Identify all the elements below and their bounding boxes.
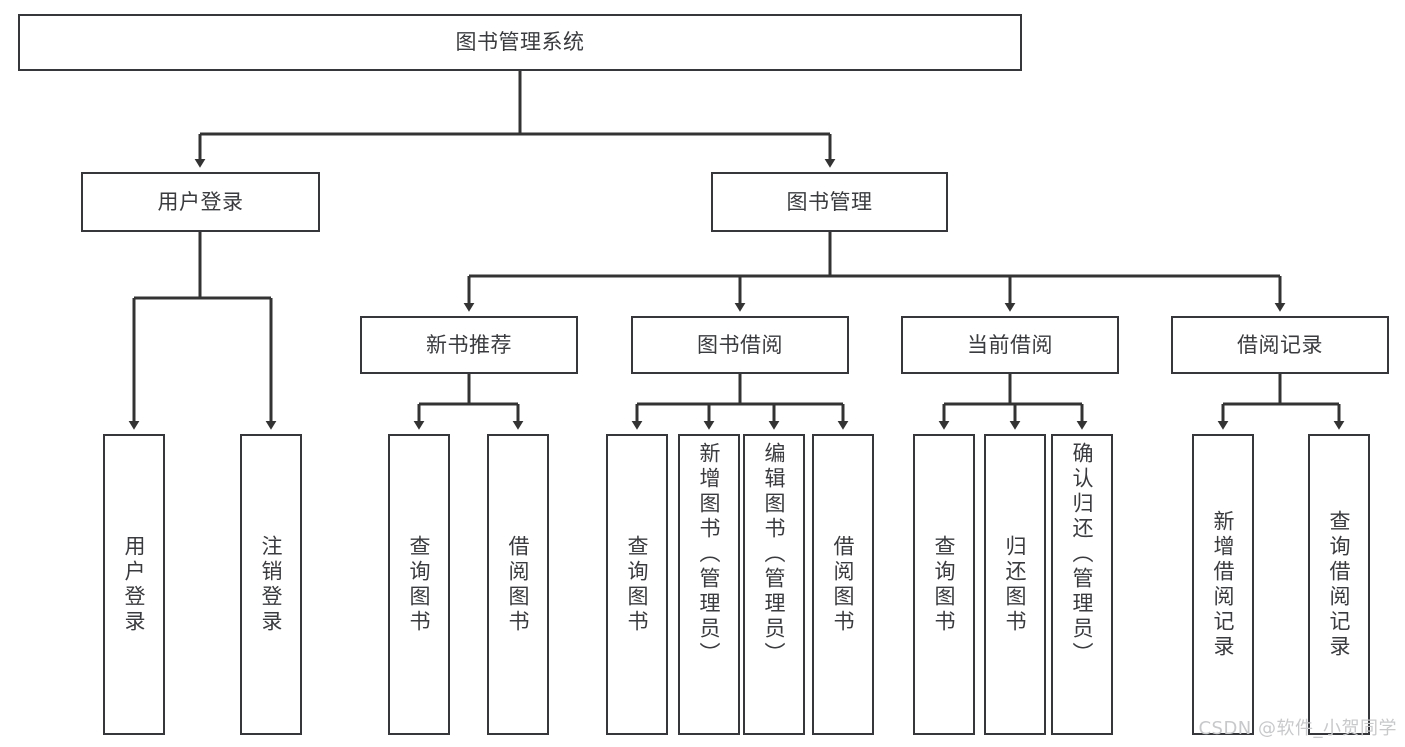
node-leaf-add-record[interactable]: 新增借阅记录: [1192, 434, 1254, 735]
node-leaf-query-record-label: 查询借阅记录: [1327, 509, 1352, 660]
node-leaf-return-book[interactable]: 归还图书: [984, 434, 1046, 735]
node-new-book-recommend-label: 新书推荐: [426, 332, 512, 357]
node-leaf-query-book-2[interactable]: 查询图书: [606, 434, 668, 735]
node-borrow-record[interactable]: 借阅记录: [1171, 316, 1389, 374]
node-leaf-query-book-1[interactable]: 查询图书: [388, 434, 450, 735]
node-leaf-query-book-1-label: 查询图书: [407, 534, 432, 635]
node-borrow-record-label: 借阅记录: [1237, 332, 1323, 357]
node-leaf-borrow-book-1[interactable]: 借阅图书: [487, 434, 549, 735]
node-leaf-add-record-label: 新增借阅记录: [1211, 509, 1236, 660]
node-leaf-edit-book-label: 编辑图书（管理员）: [762, 442, 787, 667]
node-user-login[interactable]: 用户登录: [81, 172, 320, 232]
node-book-management[interactable]: 图书管理: [711, 172, 948, 232]
node-leaf-confirm-return-label: 确认归还（管理员）: [1070, 442, 1095, 667]
node-leaf-user-login-label: 用户登录: [122, 534, 147, 635]
node-new-book-recommend[interactable]: 新书推荐: [360, 316, 578, 374]
node-leaf-logout[interactable]: 注销登录: [240, 434, 302, 735]
node-current-borrow[interactable]: 当前借阅: [901, 316, 1119, 374]
node-root-label: 图书管理系统: [455, 30, 585, 55]
node-leaf-edit-book[interactable]: 编辑图书（管理员）: [743, 434, 805, 735]
node-leaf-add-book-label: 新增图书（管理员）: [697, 442, 722, 667]
node-leaf-return-book-label: 归还图书: [1003, 534, 1028, 635]
node-leaf-query-book-3[interactable]: 查询图书: [913, 434, 975, 735]
node-book-borrow[interactable]: 图书借阅: [631, 316, 849, 374]
node-leaf-confirm-return[interactable]: 确认归还（管理员）: [1051, 434, 1113, 735]
node-leaf-borrow-book-1-label: 借阅图书: [506, 534, 531, 635]
node-leaf-query-record[interactable]: 查询借阅记录: [1308, 434, 1370, 735]
node-book-management-label: 图书管理: [786, 189, 873, 214]
node-leaf-query-book-2-label: 查询图书: [625, 534, 650, 635]
node-current-borrow-label: 当前借阅: [967, 332, 1053, 357]
node-book-borrow-label: 图书借阅: [697, 332, 783, 357]
node-user-login-label: 用户登录: [157, 189, 244, 214]
node-leaf-borrow-book-2[interactable]: 借阅图书: [812, 434, 874, 735]
node-leaf-add-book[interactable]: 新增图书（管理员）: [678, 434, 740, 735]
node-leaf-borrow-book-2-label: 借阅图书: [831, 534, 856, 635]
node-root[interactable]: 图书管理系统: [18, 14, 1022, 71]
node-leaf-user-login[interactable]: 用户登录: [103, 434, 165, 735]
node-leaf-logout-label: 注销登录: [259, 534, 284, 635]
node-leaf-query-book-3-label: 查询图书: [932, 534, 957, 635]
